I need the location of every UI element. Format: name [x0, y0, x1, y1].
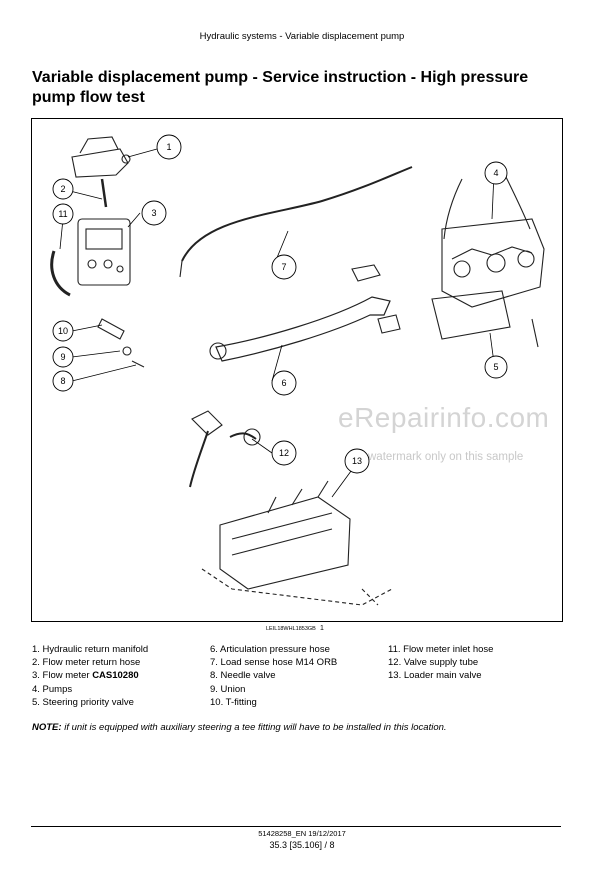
callout-2	[52, 178, 74, 200]
callout-9	[52, 346, 74, 368]
legend-item: 12. Valve supply tube	[388, 657, 479, 669]
callout-label-13: 13	[352, 456, 362, 466]
diagram-drawing: 1 2 3 4 5 6 7 8 9 10 11 12 13	[50, 134, 545, 606]
callout-13	[344, 448, 370, 474]
loader-valve-part	[219, 496, 351, 590]
legend-item: 6. Articulation pressure hose	[210, 644, 330, 655]
valve-supply-tube-part	[229, 432, 257, 440]
callout-label-2: 2	[60, 184, 65, 194]
legend-item: 4. Pumps	[32, 683, 73, 695]
legend-item: 3. Flow meter CAS10280	[32, 669, 148, 682]
legend-column-3: 11. Flow meter inlet hose 12. Valve supp…	[388, 643, 493, 683]
t-fitting-part	[97, 318, 125, 340]
footer-divider	[31, 826, 561, 827]
callout-label-3: 3	[151, 208, 156, 218]
callout-group	[52, 134, 508, 474]
legend-item: 9. Union	[210, 683, 246, 695]
callout-5	[484, 355, 508, 379]
callout-12	[271, 440, 297, 466]
page-header: Hydraulic systems - Variable displacemen…	[199, 31, 405, 42]
callout-label-12: 12	[279, 448, 289, 458]
legend-column-2: 6. Articulation pressure hose 7. Load se…	[210, 643, 337, 709]
callout-7	[271, 254, 297, 280]
legend-item: 13. Loader main valve	[388, 670, 482, 682]
legend-item: 8. Needle valve	[210, 670, 276, 682]
watermark-note: watermark only on this sample	[368, 451, 524, 463]
footer-page-number: 35.3 [35.106] / 8	[269, 840, 335, 850]
figure-number: 1	[320, 625, 324, 632]
watermark-brand: eRepairinfo.com	[338, 402, 550, 433]
callout-label-4: 4	[493, 168, 498, 178]
legend-item: 10. T-fitting	[210, 696, 257, 708]
callout-3	[141, 200, 167, 226]
callout-label-9: 9	[60, 352, 65, 362]
inlet-hose-part	[50, 250, 71, 297]
callout-10	[52, 320, 74, 342]
load-sense-hose-part	[181, 166, 413, 262]
callout-8	[52, 370, 74, 392]
articulation-hose-part	[215, 296, 391, 362]
flow-meter-part	[77, 218, 131, 286]
callout-4	[484, 161, 508, 185]
callout-11	[52, 203, 74, 225]
note: NOTE: if unit is equipped with auxiliary…	[32, 722, 447, 733]
legend-item: 5. Steering priority valve	[32, 696, 134, 708]
legend-item: 1. Hydraulic return manifold	[32, 644, 149, 655]
callout-label-10: 10	[58, 326, 68, 336]
return-manifold-part	[71, 148, 129, 178]
legend-item: 2. Flow meter return hose	[32, 657, 141, 669]
priority-valve-part	[431, 290, 511, 340]
callout-label-7: 7	[281, 262, 286, 272]
note-text: if unit is equipped with auxiliary steer…	[61, 722, 447, 733]
legend-item: 7. Load sense hose M14 ORB	[210, 657, 338, 669]
callout-label-1: 1	[166, 142, 171, 152]
pumps-part	[441, 218, 545, 308]
callout-1	[156, 134, 182, 160]
legend-column-1: 1. Hydraulic return manifold 2. Flow met…	[32, 643, 148, 709]
page-title: Variable displacement pump - Service ins…	[32, 69, 529, 106]
callout-6	[271, 370, 297, 396]
callout-label-6: 6	[281, 378, 286, 388]
note-label: NOTE:	[32, 722, 62, 733]
legend-item-bold-code: CAS10280	[92, 670, 139, 682]
legend-item: 11. Flow meter inlet hose	[388, 644, 494, 655]
callout-label-5: 5	[493, 362, 498, 372]
footer-doc-id: 51428258_EN 19/12/2017	[258, 829, 346, 838]
legend-item-text: 3. Flow meter	[32, 670, 93, 682]
exploded-diagram: 1 2 3 4 5 6 7 8 9 10 11 12 13	[31, 118, 563, 622]
callout-label-8: 8	[60, 376, 65, 386]
callout-label-11: 11	[58, 209, 67, 219]
figure-id: LEIL18WHL1853GB	[266, 626, 316, 632]
